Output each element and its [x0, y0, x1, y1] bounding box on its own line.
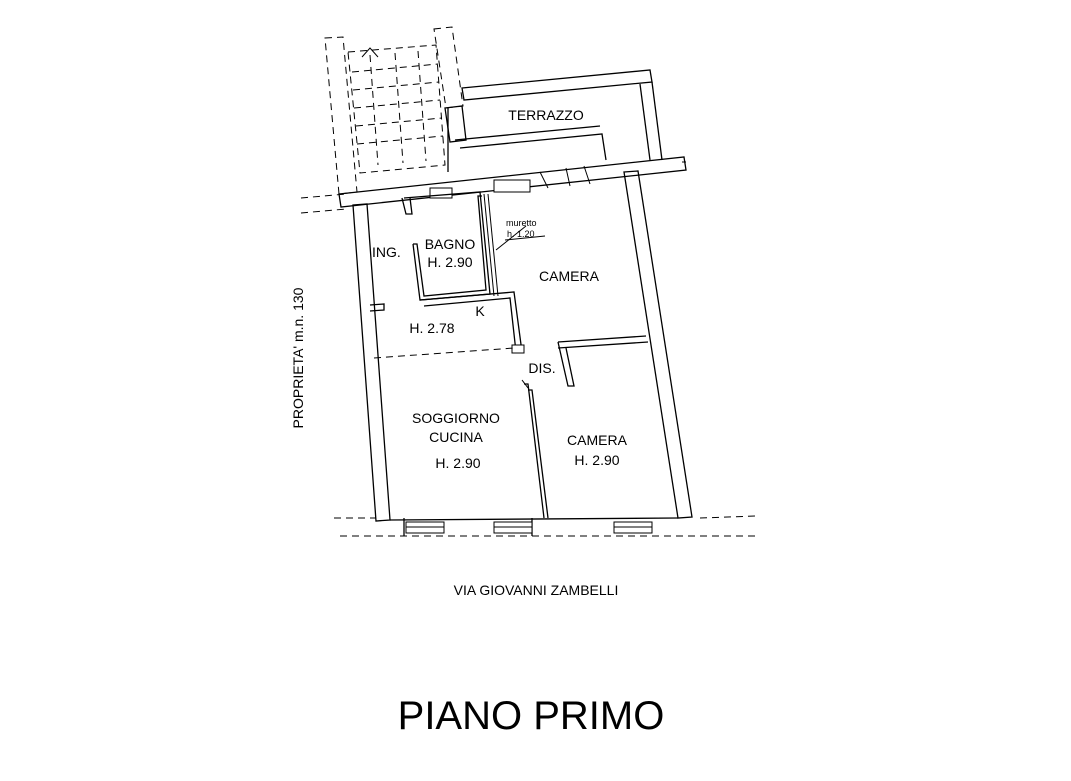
terrace-outline: [444, 69, 663, 172]
proprieta-label: PROPRIETA' m.n. 130: [290, 287, 306, 428]
cucina-label: CUCINA: [429, 429, 483, 445]
dis-label: DIS.: [528, 360, 555, 376]
ingresso-label: ING.: [372, 244, 401, 260]
interior-walls: [369, 191, 649, 519]
plan-title: PIANO PRIMO: [398, 694, 665, 738]
muretto-height-label: h. 1.20: [507, 229, 535, 239]
camera-top-label: CAMERA: [539, 268, 600, 284]
top-wall-openings: [429, 165, 591, 199]
boundary-lines: [300, 161, 760, 537]
k-label: K: [475, 303, 485, 319]
staircase: [324, 26, 464, 195]
camera-bottom-height-label: H. 2.90: [574, 452, 619, 468]
bagno-height-label: H. 2.90: [427, 254, 472, 270]
soggiorno-height-label: H. 2.90: [435, 455, 480, 471]
k-height-label: H. 2.78: [409, 320, 454, 336]
camera-bottom-label: CAMERA: [567, 432, 628, 448]
bagno-label: BAGNO: [425, 236, 476, 252]
muretto-label: muretto: [506, 218, 537, 228]
street-label: VIA GIOVANNI ZAMBELLI: [454, 582, 619, 598]
bottom-windows: [405, 521, 653, 534]
soggiorno-label: SOGGIORNO: [412, 410, 500, 426]
terrazzo-label: TERRAZZO: [508, 107, 584, 123]
